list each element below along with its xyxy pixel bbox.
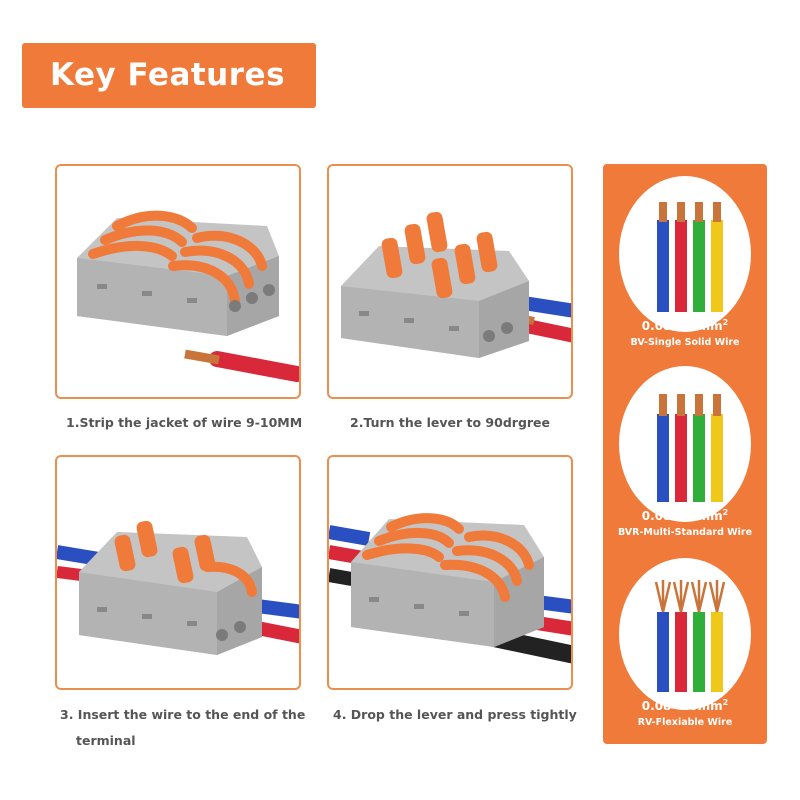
solid-wire-illustration xyxy=(619,176,751,332)
wire-type-card-flexible: 0.08-4.0mm2 RV-Flexiable Wire xyxy=(612,552,758,728)
wire-type-card-solid: 0.08-4.0mm2 BV-Single Solid Wire xyxy=(612,172,758,348)
key-features-banner: Key Features xyxy=(22,43,316,108)
step-3-card xyxy=(55,455,301,690)
wire-spec-multi-sup: 2 xyxy=(722,508,729,517)
banner-title: Key Features xyxy=(50,57,286,93)
wire-type-flexible: RV-Flexiable Wire xyxy=(637,717,733,728)
connector-closed-illustration xyxy=(329,513,571,664)
wire-type-card-multi: 0.08-4.0mm2 BVR-Multi-Standard Wire xyxy=(612,362,758,538)
step-1-card xyxy=(55,164,301,399)
step-1-caption: 1.Strip the jacket of wire 9-10MM xyxy=(66,415,303,430)
step-3-caption-line1: 3. Insert the wire to the end of the xyxy=(60,707,306,722)
wire-spec-flexible-sup: 2 xyxy=(722,698,729,707)
wire-spec-multi-text: 0.08-4.0mm xyxy=(641,509,723,523)
wire-type-solid: BV-Single Solid Wire xyxy=(630,337,740,348)
wire-spec-solid: 0.08-4.0mm2 xyxy=(612,318,758,333)
wire-spec-solid-text: 0.08-4.0mm xyxy=(641,319,723,333)
step-2-card xyxy=(327,164,573,399)
step-4-card xyxy=(327,455,573,690)
flexible-wire-illustration xyxy=(619,558,751,710)
wire-spec-flexible: 0.08-4.0mm2 xyxy=(612,698,758,713)
connector-levers-up-illustration xyxy=(341,211,571,358)
wire-spec-solid-sup: 2 xyxy=(722,318,729,327)
step-3-caption: 3. Insert the wire to the end of the ter… xyxy=(60,702,305,754)
wire-spec-multi: 0.08-4.0mm2 xyxy=(612,508,758,523)
wire-types-panel: 0.08-4.0mm2 BV-Single Solid Wire 0.08-4.… xyxy=(603,164,767,744)
multi-wire-illustration xyxy=(619,366,751,522)
wire-spec-flexible-text: 0.08-4.0mm xyxy=(641,699,723,713)
step-3-caption-line2: terminal xyxy=(76,733,136,748)
wire-type-multi: BVR-Multi-Standard Wire xyxy=(617,527,753,538)
step-4-caption: 4. Drop the lever and press tightly xyxy=(333,707,577,722)
step-2-caption: 2.Turn the lever to 90drgree xyxy=(350,415,551,430)
connector-open-illustration xyxy=(77,210,299,382)
connector-wire-inserted-illustration xyxy=(57,520,299,655)
